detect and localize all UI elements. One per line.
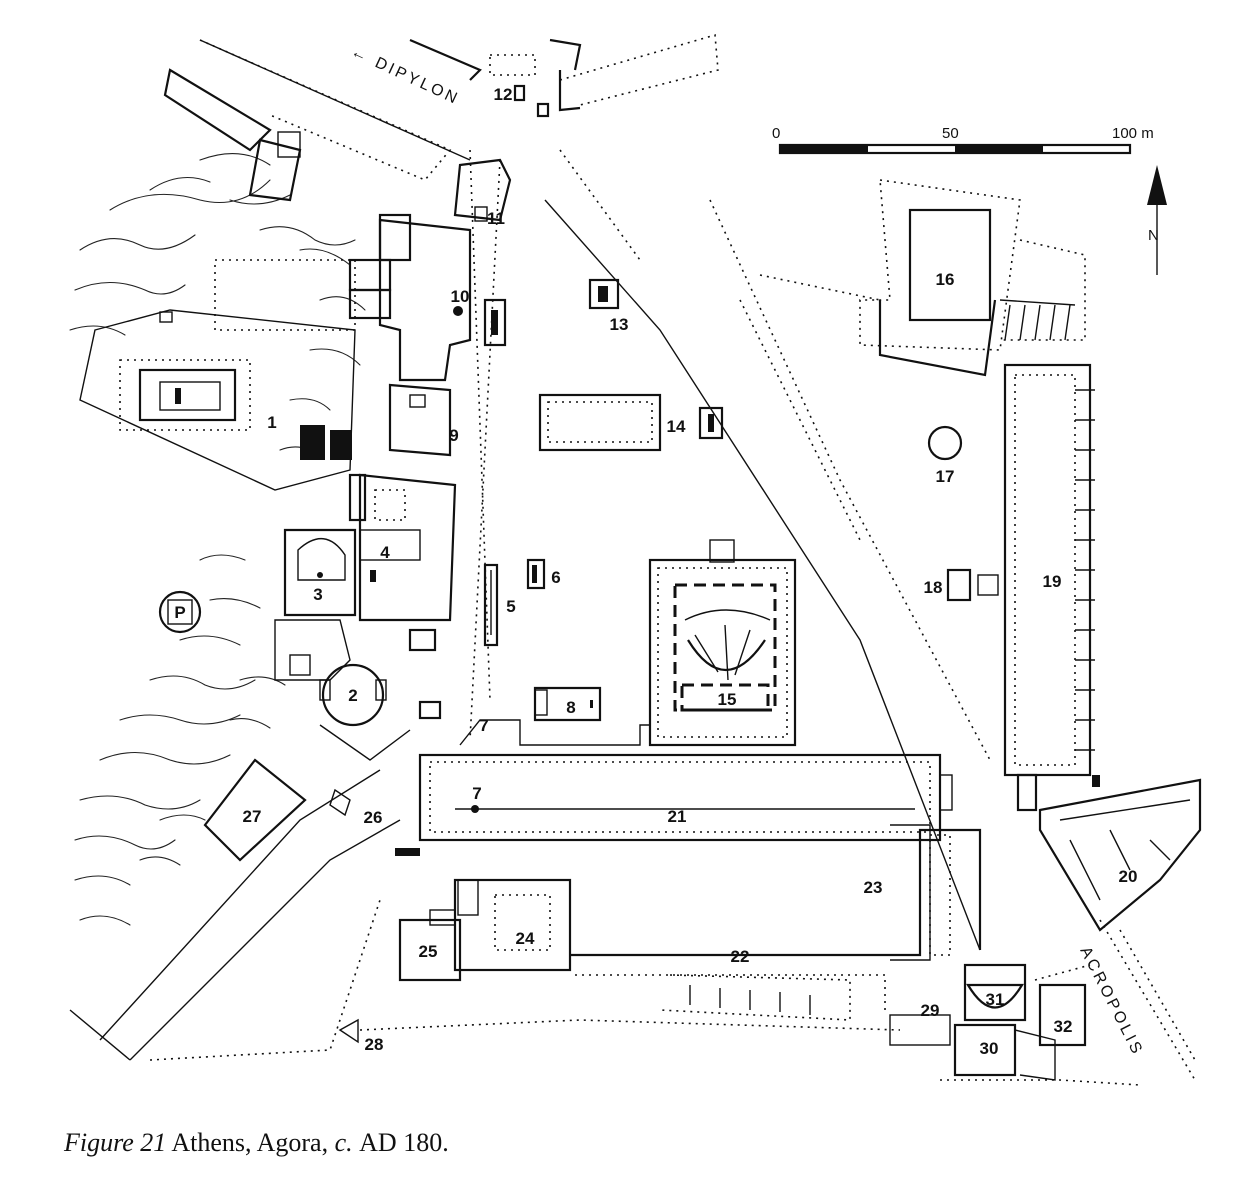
figure-number: Figure 21 [64,1128,167,1157]
north-label: N [1148,227,1159,244]
building-number-23: 23 [864,878,883,897]
dipylon-road-stoas [163,33,719,202]
building-number-4: 4 [380,543,390,562]
figure-caption: Figure 21 Athens, Agora, c. AD 180. [64,1128,449,1158]
scale-tick-0: 0 [772,125,780,142]
building-number-25: 25 [419,942,438,961]
building-number-29: 29 [921,1001,940,1020]
building-numbers: 1 2 3 4 5 6 7 7 8 9 10 11 12 13 14 15 16… [243,85,1138,1058]
southwest-buildings [203,758,901,1044]
building-number-19: 19 [1043,572,1062,591]
building-number-14: 14 [667,417,686,436]
north-arrow: N [1147,165,1167,275]
building-number-1: 1 [267,413,276,432]
scale-tick-100: 100 m [1112,125,1154,142]
building-number-24: 24 [516,929,535,948]
building-number-22: 22 [731,947,750,966]
acropolis-label: ACROPOLIS [1076,944,1146,1059]
caption-text: Athens, Agora, [171,1128,329,1157]
scale-bar: 0 50 100 m [772,125,1154,155]
caption-circa: c. [334,1128,353,1157]
building-number-18: 18 [924,578,943,597]
building-number-10: 10 [451,287,470,306]
building-number-5: 5 [506,597,515,616]
building-number-7b: 7 [472,784,481,803]
caption-era: AD [359,1128,397,1157]
scale-tick-50: 50 [942,125,959,142]
caption-year: 180. [403,1128,449,1157]
building-number-8: 8 [566,698,575,717]
building-number-2: 2 [348,686,357,705]
road-lines [69,39,1196,1081]
building-number-15: 15 [718,690,737,709]
west-side-buildings [274,158,512,681]
building-number-17: 17 [936,467,955,486]
south-stoas [398,719,982,1015]
building-number-32: 32 [1054,1017,1073,1036]
building-number-9: 9 [449,426,458,445]
east-side-buildings [759,179,1202,932]
building-number-11: 11 [487,209,505,228]
building-number-12: 12 [494,85,513,104]
building-number-21: 21 [668,807,687,826]
building-1-hephaisteion [79,259,356,491]
parking-label: P [174,603,185,622]
building-number-30: 30 [980,1039,999,1058]
building-15-odeion [648,539,797,747]
building-number-7a: 7 [479,716,488,735]
building-number-3: 3 [313,585,322,604]
parking-sign [158,590,202,634]
building-number-16: 16 [936,270,955,289]
building-number-26: 26 [364,808,383,827]
central-monuments [483,278,724,722]
building-number-13: 13 [610,315,629,334]
southeast-buildings [659,963,1141,1086]
building-number-20: 20 [1119,867,1138,886]
building-2-round [319,663,442,761]
building-number-28: 28 [365,1035,384,1054]
building-number-27: 27 [243,807,262,826]
building-number-6: 6 [551,568,560,587]
building-number-31: 31 [986,990,1005,1009]
agora-plan-map: 0 50 100 m N ← DIPYLON ACROPOLIS P 1 2 3… [69,33,1202,1086]
dipylon-label: ← DIPYLON [348,43,462,108]
